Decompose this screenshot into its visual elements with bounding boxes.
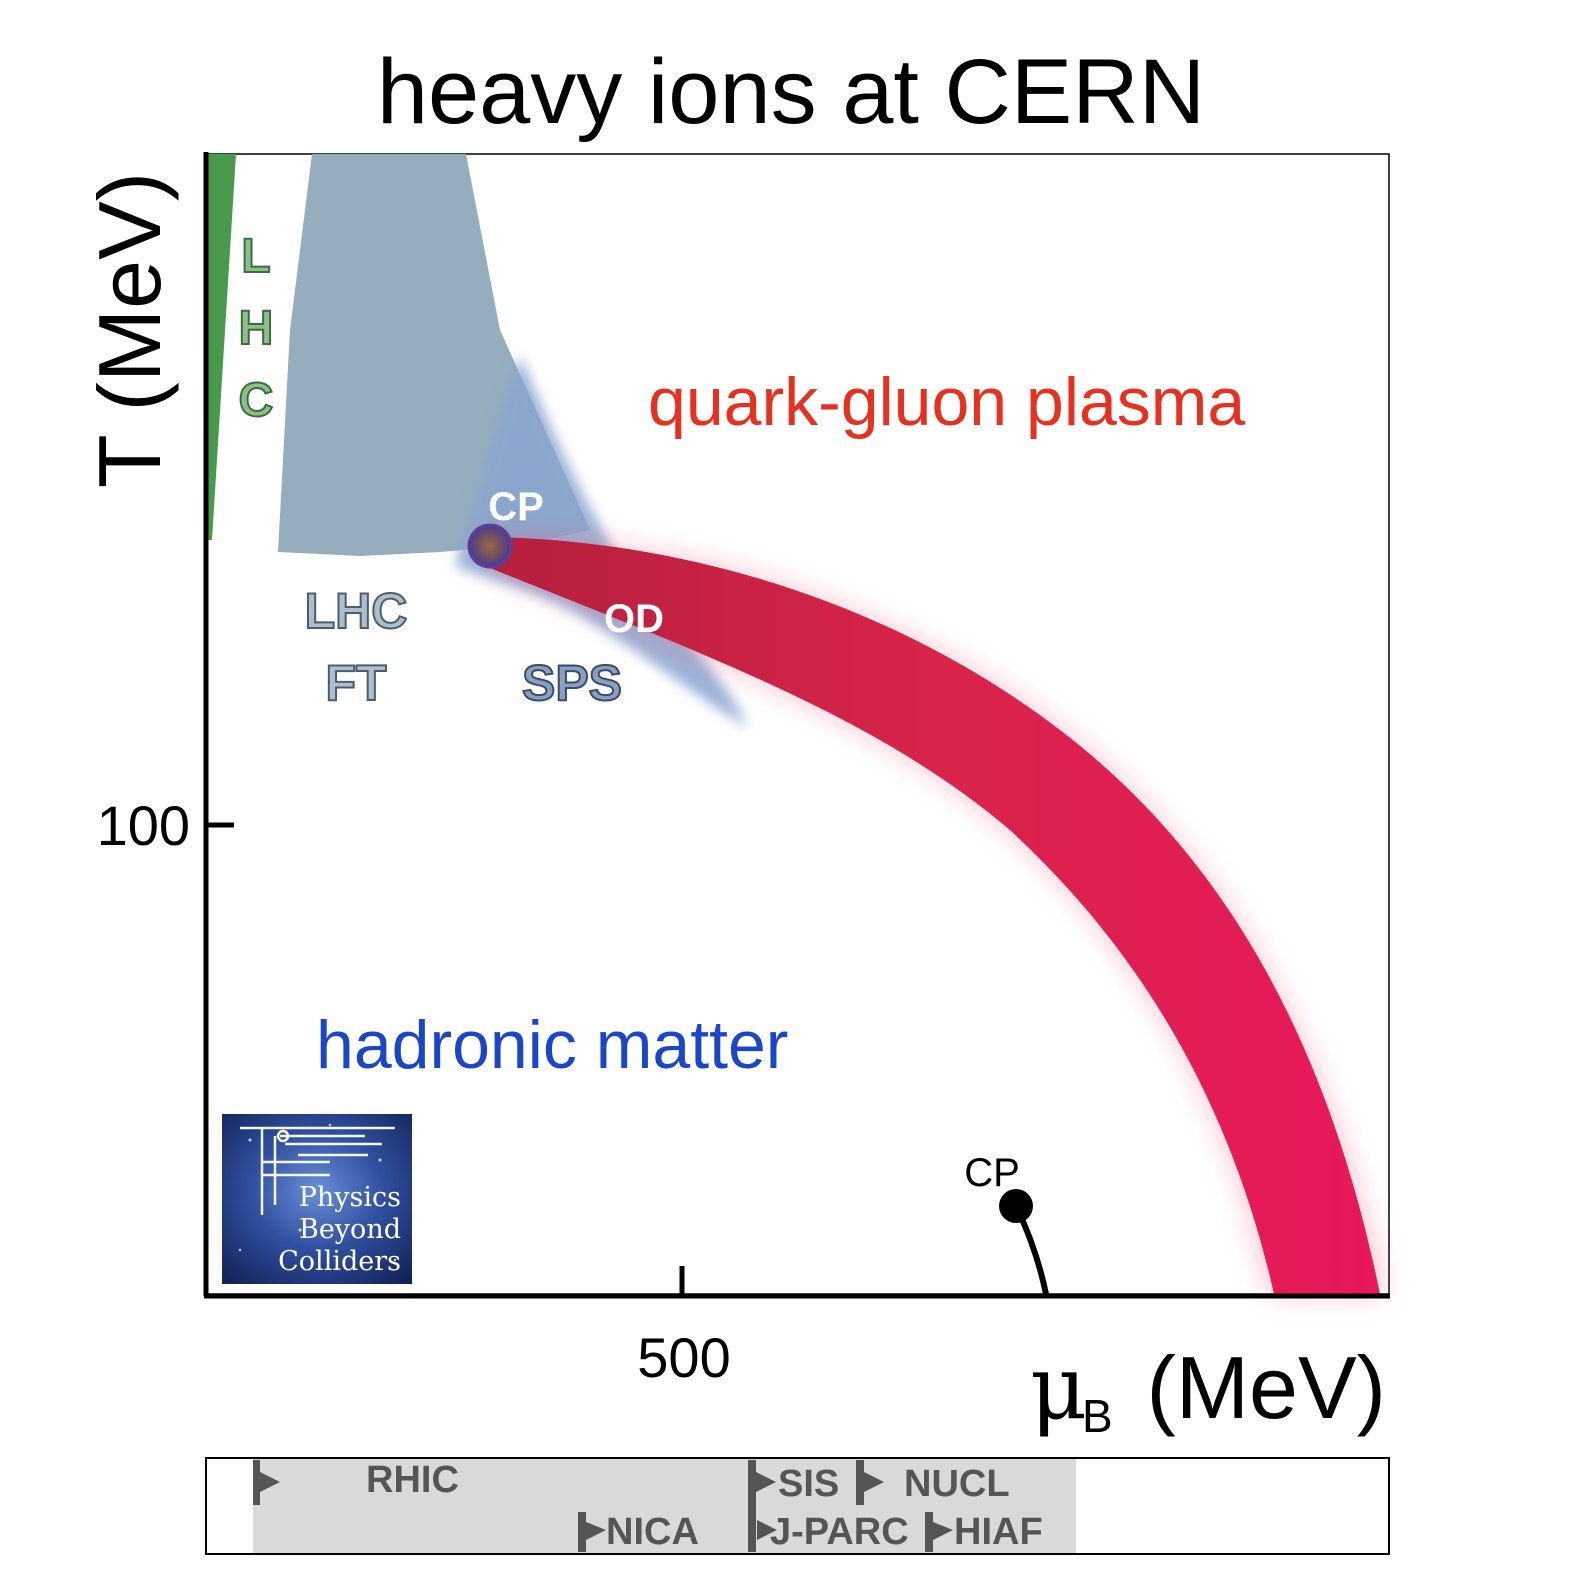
y-axis-label: T (MeV)	[80, 172, 179, 488]
x-axis-label-mu: μ	[1030, 1336, 1087, 1439]
lhc-letter-h: H	[239, 302, 274, 355]
lhc-letter-l: L	[241, 230, 270, 283]
lhc-letter-c: C	[239, 374, 274, 427]
jparc-marker	[757, 1520, 777, 1540]
nica-marker	[578, 1512, 606, 1552]
hiaf-marker	[925, 1512, 953, 1552]
facility-hiaf: HIAF	[954, 1511, 1043, 1553]
figure-title: heavy ions at CERN	[376, 41, 1206, 143]
x-tick-label: 500	[637, 1326, 730, 1389]
sis-jparc-marker	[748, 1460, 776, 1552]
cp-label-upper: CP	[488, 485, 544, 529]
facility-jparc: J-PARC	[770, 1511, 909, 1553]
od-label: OD	[604, 597, 664, 641]
rhic-marker	[253, 1460, 280, 1505]
facility-sis: SIS	[778, 1463, 839, 1505]
pbc-logo: Physics Beyond Colliders	[222, 1114, 412, 1284]
lhc-region	[206, 154, 236, 540]
crossover-band	[490, 537, 1380, 1294]
lhc-ft-label-line2: FT	[325, 655, 386, 711]
pbc-logo-line2: Beyond	[299, 1214, 401, 1245]
pbc-logo-line1: Physics	[299, 1182, 401, 1213]
critical-point-marker	[467, 523, 513, 569]
facility-rhic: RHIC	[366, 1459, 459, 1501]
cp-label-lower: CP	[964, 1151, 1020, 1195]
nucl-marker	[856, 1460, 884, 1505]
lhc-ft-label-line1: LHC	[305, 583, 408, 639]
x-axis-label-sub: B	[1082, 1390, 1113, 1442]
pbc-logo-line3: Colliders	[278, 1246, 401, 1277]
y-tick-label: 100	[97, 794, 190, 857]
sps-label: SPS	[522, 655, 622, 711]
facility-nica: NICA	[606, 1511, 699, 1553]
facility-nucl: NUCL	[904, 1463, 1010, 1505]
qgp-label: quark-gluon plasma	[648, 364, 1245, 440]
facility-bar: RHIC NICA SIS J-PARC NUCL HIAF	[205, 1457, 1390, 1555]
hadronic-label: hadronic matter	[316, 1007, 788, 1083]
critical-point-lower-marker	[999, 1189, 1033, 1223]
x-axis-label-unit: (MeV)	[1146, 1338, 1386, 1437]
